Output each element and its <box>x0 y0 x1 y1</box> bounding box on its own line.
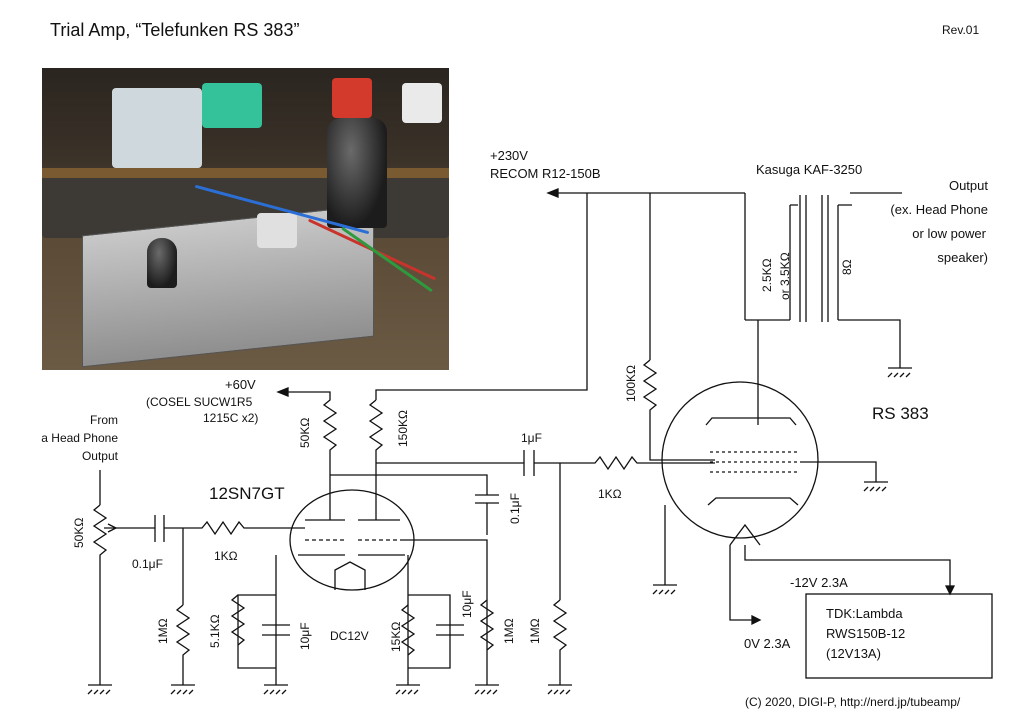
r-50k-plate <box>285 391 338 520</box>
photo-cotton-swabs <box>112 88 202 168</box>
label-zero-v: 0V 2.3A <box>744 636 791 651</box>
prototype-photo <box>42 68 449 370</box>
grid2-lead <box>400 539 488 685</box>
label-rs383: RS 383 <box>872 404 929 423</box>
copyright-label: (C) 2020, DIGI-P, http://nerd.jp/tubeamp… <box>745 695 961 709</box>
psu-box <box>805 593 993 679</box>
c-10uf-a <box>262 624 290 636</box>
label-cosel-2: 1215C x2) <box>203 411 259 425</box>
label-r-1m-b: 1MΩ <box>502 618 516 644</box>
label-c-10uf-a: 10μF <box>298 622 312 650</box>
label-r-1k-grid: 1KΩ <box>598 487 622 501</box>
label-secondary-imp: 8Ω <box>840 259 854 275</box>
r-1m-c <box>552 599 568 685</box>
transformer-primary <box>758 204 798 321</box>
label-r-1m-c: 1MΩ <box>528 618 542 644</box>
label-plus60: +60V <box>225 377 256 392</box>
page-title: Trial Amp, “Telefunken RS 383” <box>50 20 300 40</box>
hv-bus <box>555 192 758 321</box>
c-01uf-bypass <box>330 474 499 535</box>
label-primary-imp: 2.5KΩ <box>760 258 774 292</box>
cathode2-net <box>407 555 451 685</box>
label-dc12v: DC12V <box>330 629 369 643</box>
r-150k <box>368 399 384 520</box>
label-recom: RECOM R12-150B <box>490 166 601 181</box>
label-c-01uf-in: 0.1μF <box>132 557 163 571</box>
label-r-1k-in: 1KΩ <box>214 549 238 563</box>
rs383-filament <box>729 523 761 546</box>
label-psu-1: TDK:Lambda <box>826 606 903 621</box>
label-r-100k: 100KΩ <box>624 365 638 402</box>
label-psu-3: (12V13A) <box>826 646 881 661</box>
photo-power-tube <box>327 118 387 228</box>
cathode1-net <box>237 555 277 685</box>
label-kasuga: Kasuga KAF-3250 <box>756 162 863 177</box>
c-10uf-b <box>436 624 464 636</box>
label-output-1: Output <box>948 178 988 193</box>
revision-label: Rev.01 <box>942 23 980 37</box>
label-from-2: a Head Phone <box>41 431 118 445</box>
arrow-zero <box>751 614 762 626</box>
label-c-10uf-b: 10μF <box>460 590 474 618</box>
photo-shelf <box>42 168 449 178</box>
label-r-50k-plate: 50KΩ <box>298 417 312 448</box>
photo-white-plug <box>402 83 442 123</box>
r-51k <box>230 594 246 646</box>
photo-small-tube <box>147 238 177 288</box>
pot-50k <box>92 470 108 685</box>
label-c-01uf-bypass: 0.1μF <box>508 493 522 524</box>
r-1m-b <box>479 599 495 651</box>
transformer-core <box>799 195 829 322</box>
plus60-arrow <box>276 387 289 397</box>
label-psu-2: RWS150B-12 <box>826 626 906 641</box>
filament-zero <box>729 545 758 621</box>
r-1m-a <box>175 528 191 685</box>
input-path <box>104 515 305 542</box>
label-pot-50k: 50KΩ <box>72 517 86 548</box>
rs383-plate <box>705 417 797 426</box>
label-from-3: Output <box>81 449 118 463</box>
photo-transformer <box>257 213 297 248</box>
hv-arrow <box>546 188 559 198</box>
filament-minus <box>744 545 951 592</box>
label-r-150k: 150KΩ <box>396 410 410 447</box>
g2-to-ground <box>800 461 877 482</box>
photo-green-box <box>202 83 262 128</box>
label-c-1uf: 1μF <box>521 431 542 445</box>
label-plus230: +230V <box>490 148 528 163</box>
label-output-2: (ex. Head Phone <box>890 202 988 217</box>
transformer-secondary <box>837 204 901 368</box>
label-r-15k: 15KΩ <box>389 621 403 652</box>
r-15k <box>400 604 416 656</box>
label-from-1: From <box>90 413 118 427</box>
label-minus12: -12V 2.3A <box>790 575 848 590</box>
12sn7-heater <box>334 561 366 590</box>
photo-red-item <box>332 78 372 118</box>
label-r-51k: 5.1KΩ <box>208 614 222 648</box>
label-r-1m-a: 1MΩ <box>156 618 170 644</box>
label-output-4: speaker) <box>937 250 988 265</box>
label-primary-imp2: or 3.5KΩ <box>778 252 792 300</box>
hv-to-150k <box>375 193 588 400</box>
rs383-grids <box>710 451 800 473</box>
grounds <box>87 367 912 695</box>
pot-wiper <box>107 523 118 533</box>
rs383-cathode <box>707 497 799 506</box>
r-100k <box>642 359 715 461</box>
label-12sn7gt: 12SN7GT <box>209 484 285 503</box>
r-1k-grid <box>560 455 715 471</box>
arrow-minus <box>944 585 956 596</box>
rs383-envelope <box>661 381 819 539</box>
label-output-3: or low power <box>912 226 986 241</box>
c-1uf <box>376 450 560 476</box>
label-cosel-1: (COSEL SUCW1R5 <box>146 395 253 409</box>
